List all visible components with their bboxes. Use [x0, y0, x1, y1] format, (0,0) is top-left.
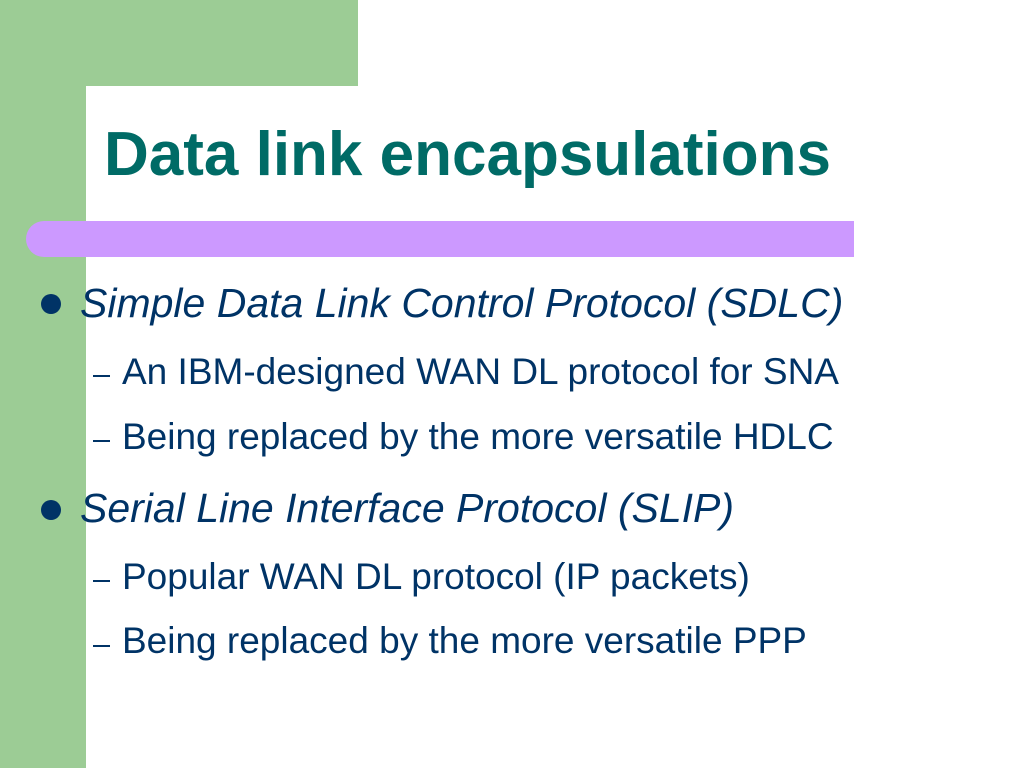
- sub-bullet-item: Popular WAN DL protocol (IP packets): [122, 556, 750, 597]
- bullet-dot: [41, 294, 61, 314]
- slide-title: Data link encapsulations: [104, 120, 831, 189]
- sub-bullet-item: An IBM-designed WAN DL protocol for SNA: [122, 351, 839, 392]
- sub-bullet-dash: [93, 580, 110, 582]
- sub-bullet-dash: [93, 375, 110, 377]
- left-green-band: [0, 0, 86, 768]
- sub-bullet-item: Being replaced by the more versatile HDL…: [122, 416, 834, 457]
- top-green-band: [0, 0, 358, 86]
- bullet-item: Serial Line Interface Protocol (SLIP): [80, 485, 735, 531]
- bullet-dot: [41, 500, 61, 520]
- sub-bullet-dash: [93, 440, 110, 442]
- bullet-item: Simple Data Link Control Protocol (SDLC): [80, 280, 844, 326]
- title-underline-bar: [26, 221, 854, 257]
- rounded-corner: [86, 86, 166, 166]
- sub-bullet-dash: [93, 645, 110, 647]
- sub-bullet-item: Being replaced by the more versatile PPP: [122, 620, 807, 661]
